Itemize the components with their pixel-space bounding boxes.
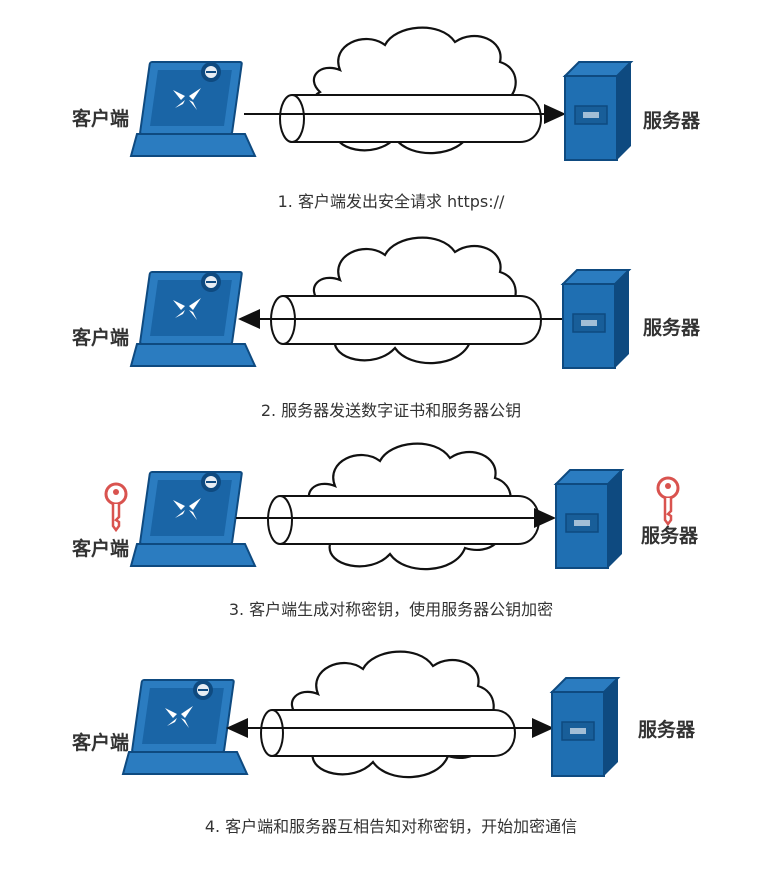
tunnel-tube	[260, 709, 516, 757]
key-icon	[656, 476, 680, 527]
step-1-diagram	[129, 26, 634, 161]
client-label: 客户端	[72, 538, 130, 560]
server-label: 服务器	[643, 317, 701, 339]
step-3-diagram	[104, 442, 680, 571]
step-caption: 1. 客户端发出安全请求 https://	[277, 192, 505, 211]
arrow-left	[238, 309, 562, 329]
server-icon	[560, 269, 632, 369]
laptop-icon	[129, 61, 257, 157]
tunnel-tube	[279, 94, 542, 143]
server-icon	[549, 677, 621, 777]
step-3-panel: 客户端 服务器 3. 客户端生成对称密钥，使用服务器公钥加密	[0, 424, 782, 639]
arrow-both	[226, 718, 554, 738]
arrow-right	[244, 104, 566, 124]
laptop-icon	[129, 471, 257, 567]
step-caption: 3. 客户端生成对称密钥，使用服务器公钥加密	[228, 600, 554, 619]
key-icon	[104, 482, 128, 533]
client-label: 客户端	[72, 327, 130, 349]
laptop-icon	[129, 271, 257, 367]
step-caption: 2. 服务器发送数字证书和服务器公钥	[260, 401, 522, 420]
arrow-right	[236, 508, 556, 528]
server-label: 服务器	[641, 525, 699, 547]
client-label: 客户端	[72, 108, 130, 130]
server-icon	[553, 469, 625, 569]
laptop-icon	[121, 679, 249, 775]
step-4-diagram	[121, 650, 621, 779]
step-2-diagram	[129, 236, 632, 369]
step-caption: 4. 客户端和服务器互相告知对称密钥，开始加密通信	[204, 817, 578, 836]
server-label: 服务器	[643, 110, 701, 132]
client-label: 客户端	[72, 732, 130, 754]
step-4-panel: 客户端 服务器 4. 客户端和服务器互相告知对称密钥，开始加密通信	[0, 636, 782, 851]
step-1-panel: 客户端 服务器 1. 客户端发出安全请求 https://	[0, 0, 782, 215]
tunnel-tube	[267, 495, 540, 545]
server-label: 服务器	[638, 719, 696, 741]
server-icon	[562, 61, 634, 161]
step-2-panel: 客户端 服务器 2. 服务器发送数字证书和服务器公钥	[0, 212, 782, 427]
